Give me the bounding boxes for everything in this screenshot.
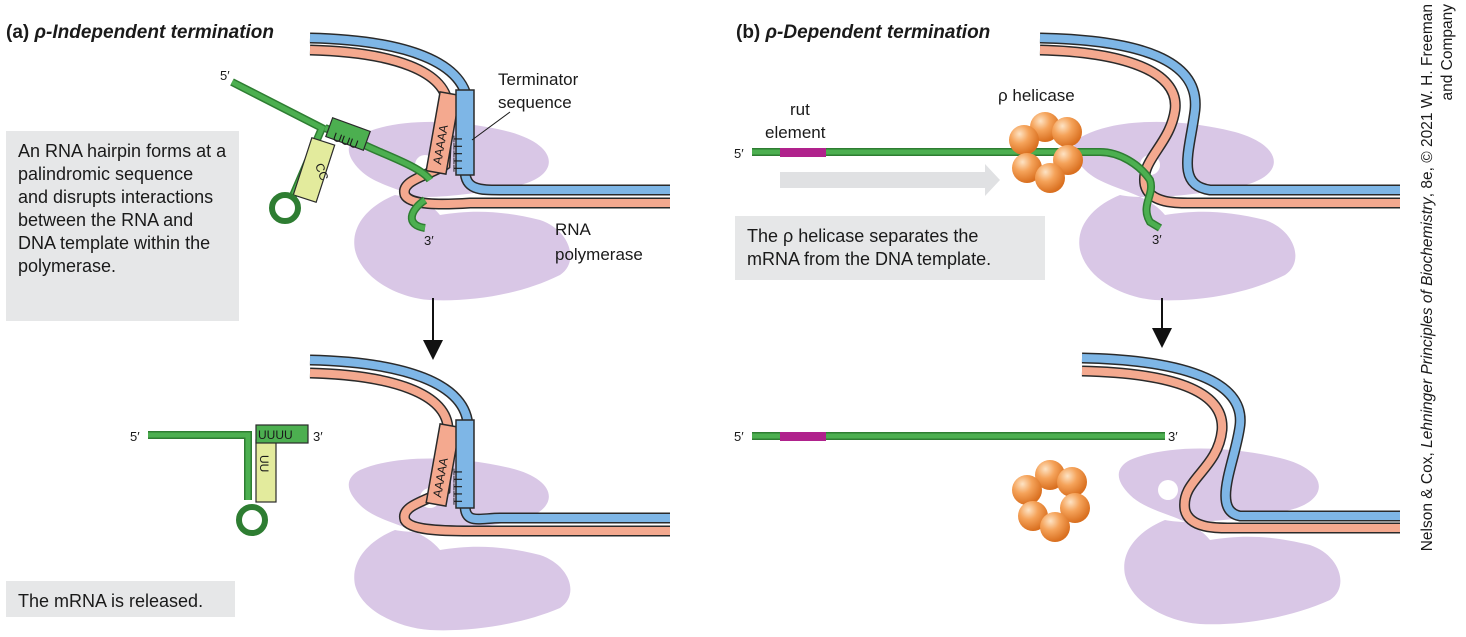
svg-text:element: element (765, 123, 826, 142)
rut-label: rut element (765, 100, 826, 142)
panel-a-title: (a) ρ-Independent termination (6, 22, 274, 43)
u-bases-bottom: UUUU (258, 428, 293, 442)
credit-line: Nelson & Cox, Lehninger Principles of Bi… (1418, 4, 1458, 604)
credit-line-1: Nelson & Cox, Lehninger Principles of Bi… (1419, 4, 1436, 552)
svg-text:sequence: sequence (498, 93, 572, 112)
t-bases-label: TTTTT (451, 135, 465, 172)
rna-polymerase-label: RNA polymerase (555, 220, 643, 264)
rut-element-bottom (780, 432, 826, 441)
three-prime-a-bottom: 3′ (313, 429, 323, 444)
five-prime-b-bottom: 5′ (734, 429, 744, 444)
t-bases-label-bottom: TTTTT (451, 468, 465, 505)
note-helicase: The ρ helicase separates the mRNA from t… (735, 216, 1045, 280)
rna-hairpin-a-top: UUU CC (230, 78, 434, 232)
terminator-bases-a-top: AAAAA TTTTT (425, 89, 475, 176)
five-prime-b-top: 5′ (734, 146, 744, 161)
rut-element-top (780, 148, 826, 157)
note-mrna-released: The mRNA is released. (6, 581, 235, 617)
three-prime-b-top: 3′ (1152, 232, 1162, 247)
three-prime-b-bottom: 3′ (1168, 429, 1178, 444)
movement-arrow (780, 164, 1000, 196)
credit-line-2: and Company (1439, 4, 1456, 101)
dna-strands-a-bottom: AAAAA TTTTT (309, 354, 670, 537)
a-bases-label: AAAAA (430, 124, 451, 166)
a-bases-label-bottom: AAAAA (430, 457, 451, 499)
dna-strands-b-bottom (1081, 352, 1400, 534)
five-prime-a-top: 5′ (220, 68, 230, 83)
note-hairpin: An RNA hairpin forms at a palindromic se… (6, 131, 239, 321)
released-mrna-b (752, 432, 1165, 441)
svg-text:polymerase: polymerase (555, 245, 643, 264)
mrna-b-top (752, 148, 1163, 232)
rho-helicase-top (1009, 112, 1083, 193)
rho-helicase-bottom (1012, 460, 1090, 542)
helicase-label: ρ helicase (998, 86, 1075, 105)
svg-text:RNA: RNA (555, 220, 592, 239)
c-bases: CC (312, 161, 331, 182)
dna-strands-b-top (1039, 32, 1400, 209)
svg-text:rut: rut (790, 100, 810, 119)
rna-polymerase-b-bottom (1118, 448, 1341, 625)
three-prime-a-top: 3′ (424, 233, 434, 248)
panel-b-title: (b) ρ-Dependent termination (736, 22, 990, 43)
svg-text:Terminator: Terminator (498, 70, 579, 89)
svg-text:ρ helicase: ρ helicase (998, 86, 1075, 105)
u-stem-bases: UU (257, 455, 271, 472)
released-mrna: UUUU UU (148, 424, 309, 536)
terminator-label: Terminator sequence (471, 70, 579, 141)
five-prime-a-bottom: 5′ (130, 429, 140, 444)
